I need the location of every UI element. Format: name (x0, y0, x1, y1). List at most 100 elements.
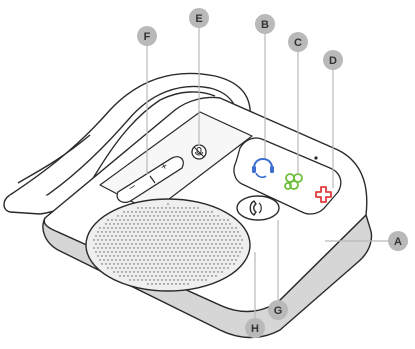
grille-hole (137, 247, 138, 248)
grille-hole (159, 211, 160, 212)
grille-hole (229, 223, 230, 224)
grille-hole (237, 247, 238, 248)
grille-hole (155, 259, 156, 260)
grille-hole (173, 279, 174, 280)
grille-hole (109, 239, 110, 240)
grille-hole (223, 251, 224, 252)
grille-hole (191, 219, 192, 220)
grille-hole (105, 239, 106, 240)
grille-hole (131, 251, 132, 252)
callout-label-b: B (261, 19, 269, 31)
grille-hole (127, 259, 128, 260)
grille-hole (185, 279, 186, 280)
grille-hole (167, 203, 168, 204)
grille-hole (149, 247, 150, 248)
grille-hole (183, 211, 184, 212)
grille-hole (141, 239, 142, 240)
grille-hole (141, 263, 142, 264)
grille-hole (219, 243, 220, 244)
grille-hole (167, 267, 168, 268)
grille-hole (151, 243, 152, 244)
grille-hole (143, 219, 144, 220)
grille-hole (155, 283, 156, 284)
grille-hole (171, 243, 172, 244)
grille-hole (179, 259, 180, 260)
grille-hole (147, 259, 148, 260)
callout-label-f: F (144, 31, 151, 43)
grille-hole (105, 223, 106, 224)
grille-hole (129, 263, 130, 264)
grille-hole (129, 279, 130, 280)
grille-hole (211, 219, 212, 220)
grille-hole (123, 267, 124, 268)
grille-hole (203, 219, 204, 220)
grille-hole (223, 219, 224, 220)
grille-hole (205, 231, 206, 232)
grille-hole (197, 223, 198, 224)
grille-hole (209, 263, 210, 264)
grille-hole (153, 255, 154, 256)
grille-hole (211, 235, 212, 236)
grille-hole (99, 227, 100, 228)
grille-hole (177, 223, 178, 224)
grille-hole (111, 243, 112, 244)
grille-hole (113, 247, 114, 248)
call-button[interactable] (237, 196, 279, 220)
grille-hole (143, 267, 144, 268)
grille-hole (141, 255, 142, 256)
grille-hole (97, 239, 98, 240)
grille-hole (167, 243, 168, 244)
grille-hole (219, 267, 220, 268)
grille-hole (189, 255, 190, 256)
grille-hole (235, 235, 236, 236)
grille-hole (193, 215, 194, 216)
grille-hole (177, 263, 178, 264)
grille-hole (145, 279, 146, 280)
grille-hole (207, 259, 208, 260)
grille-hole (125, 215, 126, 216)
grille-hole (205, 239, 206, 240)
grille-hole (203, 251, 204, 252)
grille-hole (131, 219, 132, 220)
grille-hole (189, 239, 190, 240)
grille-hole (151, 251, 152, 252)
grille-hole (193, 255, 194, 256)
grille-hole (171, 227, 172, 228)
microphone-mute-button[interactable] (192, 145, 206, 159)
grille-hole (209, 239, 210, 240)
grille-hole (187, 219, 188, 220)
grille-hole (175, 283, 176, 284)
grille-hole (135, 251, 136, 252)
grille-hole (135, 267, 136, 268)
grille-hole (153, 239, 154, 240)
grille-hole (207, 235, 208, 236)
grille-hole (127, 251, 128, 252)
grille-hole (185, 223, 186, 224)
grille-hole (119, 243, 120, 244)
grille-hole (105, 231, 106, 232)
grille-hole (189, 247, 190, 248)
grille-hole (153, 263, 154, 264)
grille-hole (181, 207, 182, 208)
grille-hole (149, 223, 150, 224)
grille-hole (227, 267, 228, 268)
callout-label-c: C (294, 37, 302, 49)
callout-label-g: G (274, 305, 283, 317)
grille-hole (111, 267, 112, 268)
callout-label-e: E (195, 13, 202, 25)
grille-hole (179, 251, 180, 252)
grille-hole (161, 215, 162, 216)
grille-hole (103, 259, 104, 260)
grille-hole (155, 243, 156, 244)
grille-hole (205, 255, 206, 256)
grille-hole (239, 251, 240, 252)
grille-hole (129, 255, 130, 256)
grille-hole (189, 263, 190, 264)
grille-hole (125, 271, 126, 272)
grille-hole (133, 239, 134, 240)
grille-hole (183, 267, 184, 268)
grille-hole (95, 251, 96, 252)
grille-hole (179, 211, 180, 212)
grille-hole (195, 219, 196, 220)
grille-hole (115, 243, 116, 244)
